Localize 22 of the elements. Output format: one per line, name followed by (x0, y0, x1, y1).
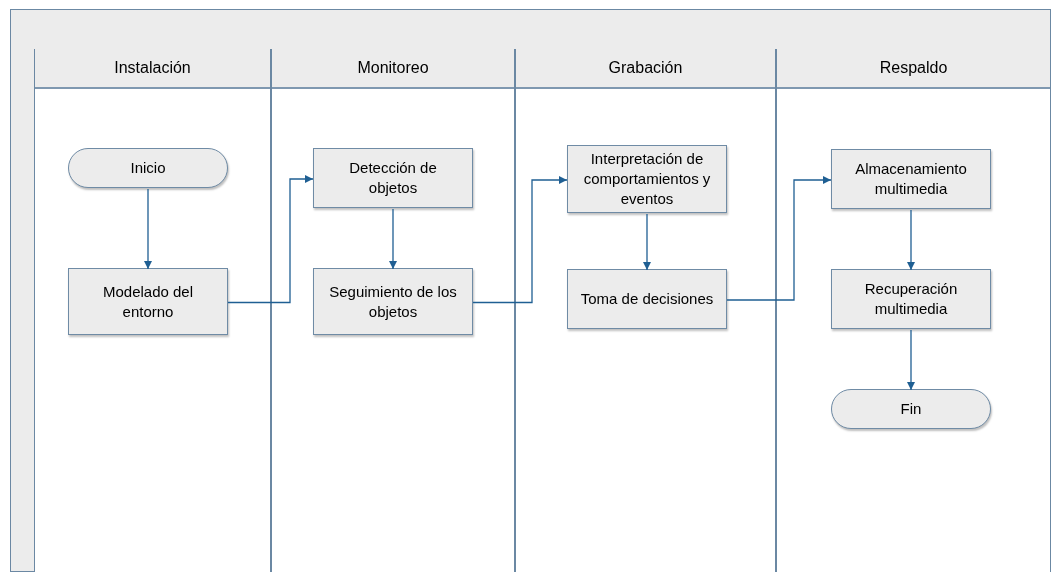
terminator-shape: Inicio (68, 148, 228, 188)
arrow (726, 176, 832, 301)
process-box: Modelado del entorno (68, 268, 228, 335)
process-box: Toma de decisiones (567, 269, 727, 329)
lane-header: Monitoreo (272, 49, 514, 89)
process-box: Detección de objetos (313, 148, 473, 208)
lane-header: Respaldo (777, 49, 1050, 89)
arrow (472, 176, 568, 304)
process-box: Seguimiento de los objetos (313, 268, 473, 335)
arrow (389, 208, 397, 270)
process-box: Interpretación de comportamientos y eventos (567, 145, 727, 213)
swimlane-pool (10, 9, 1051, 572)
arrow (227, 175, 314, 304)
lane-header: Grabación (516, 49, 775, 89)
process-box: Almacenamiento multimedia (831, 149, 991, 209)
arrow (144, 188, 152, 270)
process-box: Recuperación multimedia (831, 269, 991, 329)
arrow (907, 209, 915, 271)
arrow (907, 329, 915, 391)
arrow (643, 213, 651, 271)
terminator-shape: Fin (831, 389, 991, 429)
lane-header: Instalación (35, 49, 270, 89)
